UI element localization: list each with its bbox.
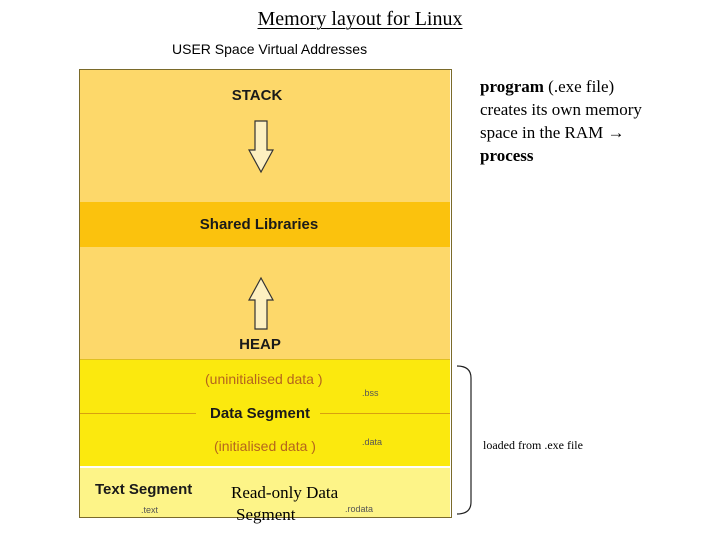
note-ram-text: space in the RAM: [480, 123, 608, 142]
down-arrow-icon: [248, 120, 274, 174]
initialised-data-label: (initialised data ): [214, 438, 316, 454]
rodata-label: .rodata: [345, 504, 374, 514]
data-segment-label: Data Segment: [209, 405, 311, 422]
up-arrow-icon: [248, 276, 274, 330]
heap-label: HEAP: [239, 336, 281, 353]
note-line-3: space in the RAM →: [480, 121, 642, 144]
stack-label: STACK: [231, 87, 283, 104]
data-label: .data: [362, 437, 383, 447]
shared-libraries-label: Shared Libraries: [199, 216, 319, 233]
text-segment-region: [80, 467, 450, 517]
memory-outline: [79, 69, 452, 518]
data-split-line-left: [80, 413, 196, 414]
text-segment-label: Text Segment: [95, 481, 193, 498]
note-program-word: program: [480, 77, 544, 96]
readonly-line-1: Read-only Data: [231, 483, 339, 502]
heap-data-divider: [80, 359, 450, 360]
note-process-word: process: [480, 146, 534, 165]
note-line-4: process: [480, 144, 642, 167]
data-split-line-right: [320, 413, 450, 414]
data-text-divider: [80, 466, 450, 468]
note-exe-text: (.exe file): [543, 77, 615, 96]
page-title: Memory layout for Linux: [257, 8, 463, 30]
uninitialised-data-label: (uninitialised data ): [205, 371, 323, 387]
text-label: .text: [141, 505, 159, 515]
shared-libraries-region: [80, 202, 450, 247]
bss-label: .bss: [362, 388, 379, 398]
right-arrow-icon: →: [607, 123, 625, 142]
readonly-data-label: Read-only Data Segment: [231, 481, 338, 527]
program-note: program (.exe file) creates its own memo…: [480, 75, 642, 167]
readonly-line-2: Segment: [236, 505, 296, 524]
subtitle: USER Space Virtual Addresses: [172, 41, 368, 57]
right-brace-icon: [456, 365, 472, 515]
loaded-from-exe-label: loaded from .exe file: [483, 438, 583, 452]
note-line-2: creates its own memory: [480, 100, 642, 119]
note-line-1: program (.exe file): [480, 75, 642, 98]
